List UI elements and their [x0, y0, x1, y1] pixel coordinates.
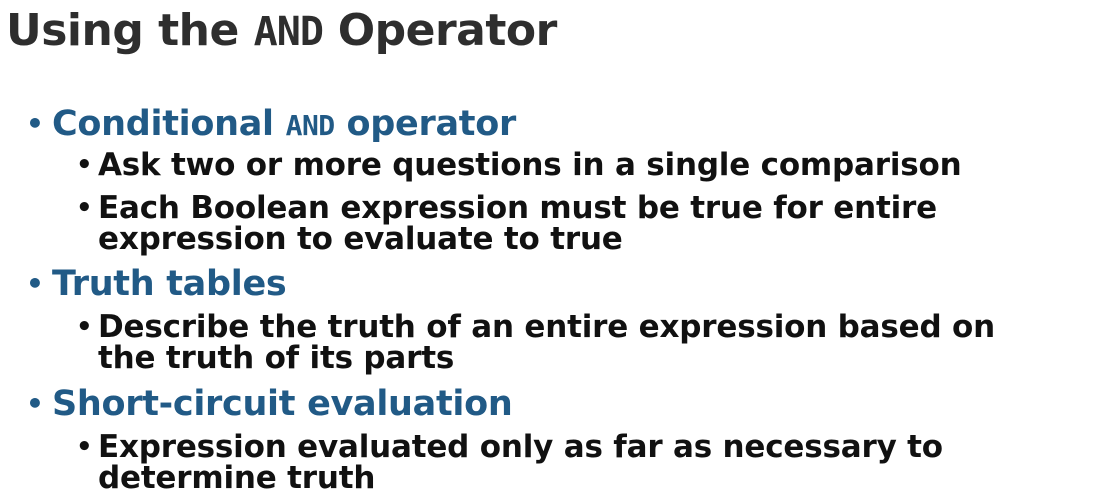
slide-title: Using the AND Operator — [6, 0, 557, 63]
sub-bullet-ask-two-questions: •Ask two or more questions in a single c… — [76, 147, 962, 183]
sub-bullet-each-boolean-expression: •Each Boolean expression must be true fo… — [76, 193, 937, 255]
slide-title-prefix: Using the — [6, 5, 254, 56]
sub-bullet-text-continuation: determine truth — [98, 460, 376, 496]
sub-bullet-dot-icon: • — [76, 432, 93, 462]
sub-bullet-text-continuation: the truth of its parts — [98, 340, 455, 376]
sub-bullet-expression-evaluated: •Expression evaluated only as far as nec… — [76, 432, 943, 494]
sub-bullet-text: Ask two or more questions in a single co… — [98, 147, 962, 183]
sub-bullet-dot-icon: • — [76, 150, 93, 180]
bullet-dot-icon: • — [26, 267, 44, 300]
sub-bullet-text: Each Boolean expression must be true for… — [98, 190, 937, 226]
bullet-conditional-and-operator: •Conditional AND operator — [26, 104, 516, 146]
bullet-label-suffix: operator — [334, 104, 517, 144]
sub-bullet-text-continuation: expression to evaluate to true — [98, 221, 623, 257]
bullet-dot-icon: • — [26, 387, 44, 420]
slide-title-suffix: Operator — [322, 5, 558, 56]
bullet-label: Short-circuit evaluation — [52, 384, 513, 424]
bullet-dot-icon: • — [26, 107, 44, 140]
bullet-label-code: AND — [285, 109, 336, 142]
bullet-short-circuit-evaluation: •Short-circuit evaluation — [26, 384, 513, 424]
sub-bullet-text: Expression evaluated only as far as nece… — [98, 429, 943, 465]
sub-bullet-dot-icon: • — [76, 312, 93, 342]
sub-bullet-text: Describe the truth of an entire expressi… — [98, 309, 996, 345]
slide-title-code: AND — [253, 9, 324, 55]
bullet-truth-tables: •Truth tables — [26, 264, 287, 304]
sub-bullet-dot-icon: • — [76, 193, 93, 223]
sub-bullet-describe-truth: •Describe the truth of an entire express… — [76, 312, 995, 374]
bullet-label: Truth tables — [52, 264, 287, 304]
bullet-label-prefix: Conditional — [52, 104, 286, 144]
